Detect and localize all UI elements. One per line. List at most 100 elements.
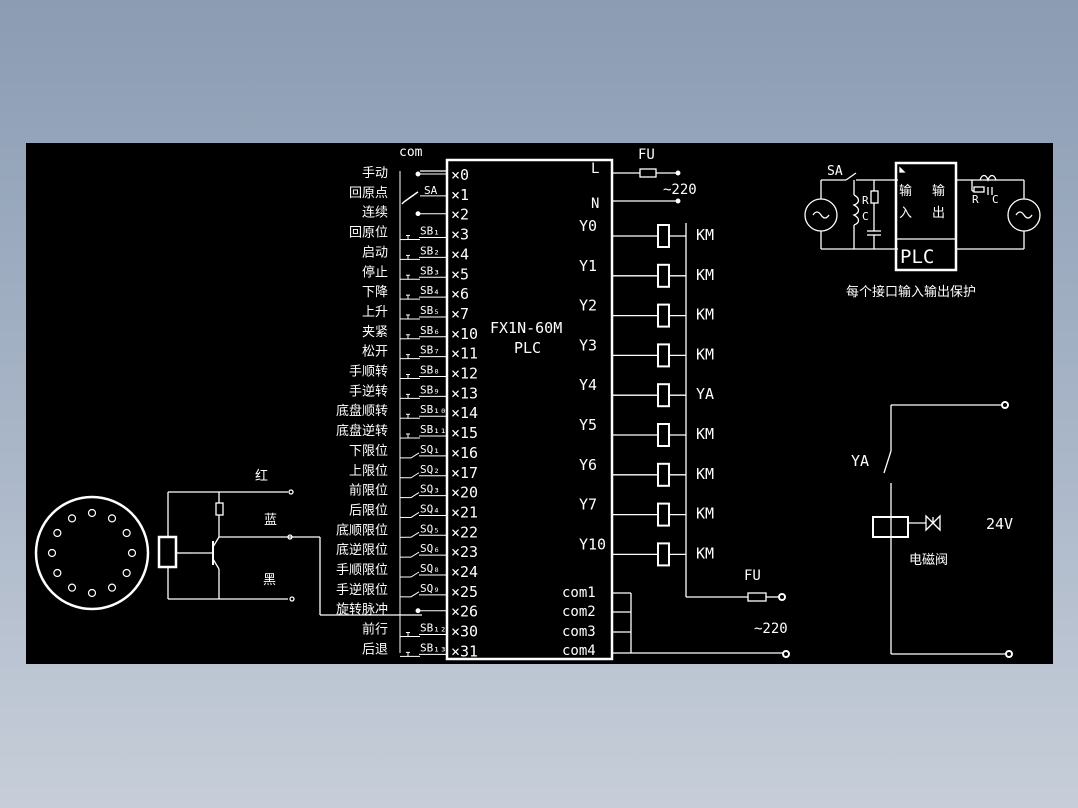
- switch-label: SB₁₃: [420, 641, 447, 654]
- input-terminal: ×25: [451, 583, 478, 601]
- input-label: 连续: [362, 205, 388, 221]
- encoder-hole: [87, 588, 97, 598]
- protect-out-bot: 出: [932, 206, 945, 221]
- switch-label: SB₃: [420, 264, 440, 277]
- output-terminal: Y0: [579, 217, 597, 235]
- switch-label: SB₇: [420, 344, 440, 357]
- input-label: 底盘逆转: [336, 423, 388, 439]
- switch-label: SB₈: [420, 364, 440, 377]
- wire-blue: 蓝: [264, 513, 277, 528]
- input-row: 后退 ×31 SB₁₃: [362, 641, 478, 660]
- fuse-top-label: FU: [638, 147, 655, 163]
- input-terminal: ×31: [451, 642, 478, 660]
- wire-red: 红: [255, 468, 268, 484]
- protect-c-right: C: [992, 193, 999, 206]
- input-row: 旋转脉冲 ×26: [336, 603, 478, 621]
- switch-label: SQ₄: [420, 502, 440, 515]
- output-coil: [657, 383, 670, 408]
- input-terminal: ×14: [451, 404, 478, 422]
- input-label: 底盘顺转: [336, 403, 388, 419]
- output-terminal: Y7: [579, 496, 597, 514]
- valve-caption: 电磁阀: [909, 553, 948, 568]
- output-load: YA: [696, 385, 714, 403]
- output-load: KM: [696, 345, 714, 363]
- valve-ya: YA: [851, 452, 869, 470]
- protect-plc-label: PLC: [900, 246, 934, 268]
- input-terminal: ×10: [451, 325, 478, 343]
- protect-plc-box: [894, 161, 958, 272]
- input-label: 下限位: [349, 444, 388, 459]
- switch-label: SQ₉: [420, 582, 440, 595]
- fuse-top: [639, 168, 657, 178]
- encoder-wheel: [34, 495, 150, 611]
- protect-out-top: 输: [932, 183, 945, 199]
- switch-label: SB₉: [420, 383, 440, 396]
- input-label: 前限位: [349, 483, 388, 499]
- output-terminal: Y5: [579, 416, 597, 434]
- input-terminal: ×24: [451, 563, 478, 581]
- encoder-hole: [87, 508, 97, 518]
- protect-sa: SA: [827, 164, 843, 179]
- switch-label: SB₁₁: [420, 423, 447, 436]
- input-terminal: ×22: [451, 523, 478, 541]
- output-coil: [657, 423, 670, 447]
- input-terminal: ×5: [451, 265, 469, 283]
- input-label: 松开: [362, 345, 388, 360]
- switch-label: SQ₃: [420, 483, 440, 496]
- output-load: KM: [696, 425, 714, 443]
- input-terminal: ×23: [451, 543, 478, 561]
- output-coil: [657, 303, 670, 328]
- input-label: 停止: [362, 264, 388, 280]
- input-label: 前行: [362, 622, 388, 638]
- input-label: 后退: [362, 642, 388, 657]
- protect-in-bot: 入: [899, 206, 912, 221]
- sensor-resistor: [215, 502, 224, 516]
- output-coil: [657, 502, 670, 527]
- switch-label: SA: [424, 184, 438, 197]
- input-terminal: ×26: [451, 603, 478, 621]
- input-label: 手逆转: [349, 383, 388, 399]
- input-label: 手动: [362, 166, 388, 181]
- encoder-hole: [53, 528, 62, 538]
- output-terminal: Y2: [579, 297, 597, 315]
- output-coil: [657, 343, 670, 368]
- supply-top-label: ~220: [663, 182, 697, 198]
- sensor-head: [157, 535, 178, 569]
- encoder-hole: [107, 583, 117, 592]
- input-terminal: ×20: [451, 484, 478, 502]
- input-label: 旋转脉冲: [336, 603, 388, 618]
- switch-label: SB₁₂: [420, 622, 447, 635]
- switch-label: SB₂: [420, 244, 440, 257]
- com3-label: com3: [562, 624, 596, 640]
- output-load: KM: [696, 306, 714, 324]
- protect-r-right: R: [972, 193, 979, 206]
- supply-bottom-label: ~220: [754, 621, 788, 637]
- encoder-hole: [127, 548, 137, 558]
- neutral-label: N: [591, 196, 599, 212]
- encoder-hole: [53, 568, 62, 578]
- switch-label: SQ₆: [420, 542, 440, 555]
- fuse-bottom-label: FU: [744, 568, 761, 584]
- input-terminal: ×12: [451, 365, 478, 383]
- output-terminal: Y4: [579, 376, 597, 394]
- output-terminal: Y3: [579, 336, 597, 354]
- input-label: 下降: [362, 285, 388, 300]
- input-label: 手逆限位: [336, 582, 388, 598]
- switch-label: SQ₂: [420, 463, 440, 476]
- com1-label: com1: [562, 585, 596, 601]
- fuse-bottom: [747, 592, 767, 602]
- input-terminal: ×7: [451, 305, 469, 323]
- switch-label: SQ₈: [420, 562, 440, 575]
